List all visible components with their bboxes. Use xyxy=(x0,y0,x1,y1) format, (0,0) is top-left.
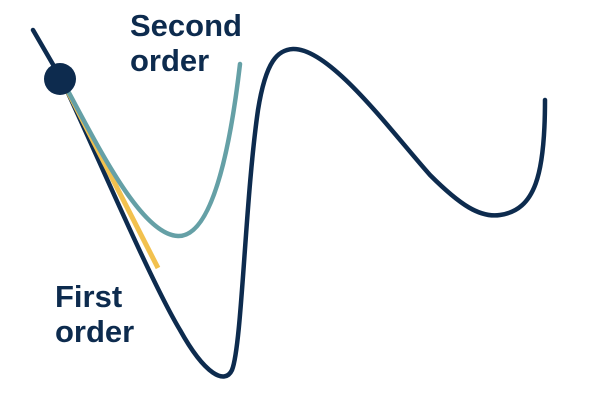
objective-curve xyxy=(30,27,548,379)
second-order-curve xyxy=(59,61,243,239)
first-order-label: First order xyxy=(55,279,135,349)
current-point-marker xyxy=(44,63,76,95)
second-order-label: Second order xyxy=(130,8,242,78)
